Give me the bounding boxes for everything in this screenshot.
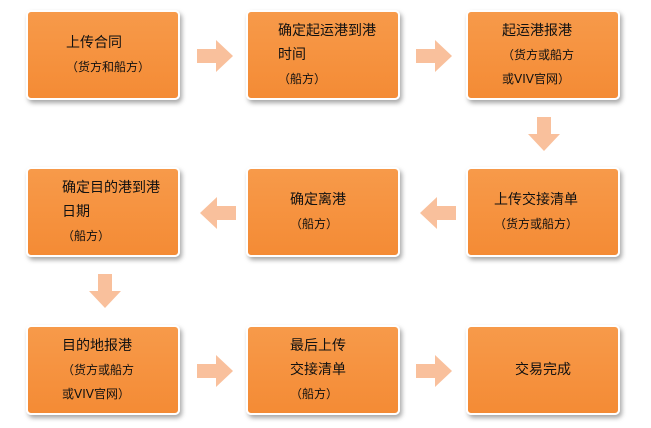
- step-party: （船方）: [62, 229, 111, 243]
- step-party: （货方或船方: [502, 48, 575, 62]
- step-confirm-departure-port-arrival: 确定起运港到港 时间 （船方）: [246, 10, 400, 100]
- step-upload-contract: 上传合同 （货方和船方）: [26, 10, 180, 100]
- step-title-cont: 日期: [62, 204, 90, 220]
- step-title: 上传合同: [66, 35, 122, 51]
- arrow-down-icon: [528, 117, 560, 151]
- step-title: 起运港报港: [502, 23, 572, 39]
- step-destination-port-report: 目的地报港 （货方或船方 或VIV官网）: [26, 325, 180, 415]
- step-party: （船方）: [290, 387, 339, 401]
- step-title: 交易完成: [515, 362, 571, 378]
- step-title: 确定离港: [290, 192, 346, 208]
- step-upload-handover-list: 上传交接清单 （货方或船方）: [466, 167, 620, 257]
- step-confirm-destination-arrival: 确定目的港到港 日期 （船方）: [26, 167, 180, 257]
- step-title-cont: 时间: [278, 47, 306, 63]
- step-party-cont: 或VIV官网）: [62, 387, 130, 401]
- step-party: （货方或船方）: [494, 217, 579, 231]
- step-departure-port-report: 起运港报港 （货方或船方 或VIV官网）: [466, 10, 620, 100]
- step-confirm-departure: 确定离港 （船方）: [246, 167, 400, 257]
- arrow-left-icon: [420, 197, 456, 229]
- step-title: 上传交接清单: [494, 192, 578, 208]
- arrow-right-icon: [197, 355, 233, 387]
- step-transaction-complete: 交易完成: [466, 325, 620, 415]
- step-party-cont: 或VIV官网）: [502, 72, 570, 86]
- arrow-left-icon: [200, 197, 236, 229]
- step-title: 确定目的港到港: [62, 180, 160, 196]
- step-title-cont: 交接清单: [290, 362, 346, 378]
- step-party: （货方和船方）: [66, 60, 151, 74]
- arrow-right-icon: [197, 40, 233, 72]
- step-title: 最后上传: [290, 338, 346, 354]
- arrow-down-icon: [89, 274, 121, 308]
- step-final-upload-handover-list: 最后上传 交接清单 （船方）: [246, 325, 400, 415]
- step-party: （货方或船方: [62, 363, 135, 377]
- step-party: （船方）: [290, 217, 339, 231]
- step-title: 确定起运港到港: [278, 23, 376, 39]
- step-title: 目的地报港: [62, 338, 132, 354]
- arrow-right-icon: [416, 40, 452, 72]
- step-party: （船方）: [278, 72, 327, 86]
- arrow-right-icon: [416, 355, 452, 387]
